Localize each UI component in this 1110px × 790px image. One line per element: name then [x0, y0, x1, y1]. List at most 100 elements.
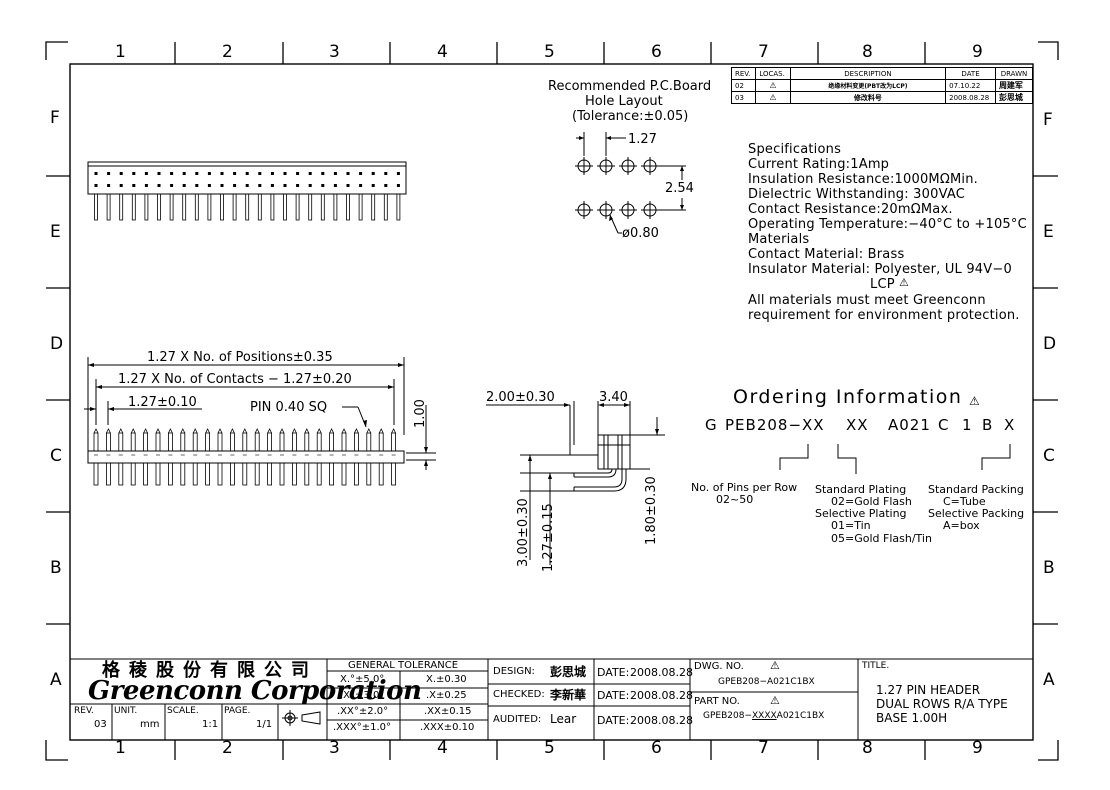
pcb-hole	[597, 157, 615, 175]
rev-value: 03	[94, 719, 107, 730]
connector-pin	[316, 428, 322, 486]
zone-col-2-top: 2	[222, 42, 233, 62]
connector-pin	[267, 428, 273, 486]
audited-label: AUDITED:	[493, 714, 542, 725]
pcb-hole	[619, 201, 637, 219]
spec-line: Current Rating:1Amp	[748, 157, 890, 172]
tolerance-linear: X.±0.30	[426, 674, 467, 685]
connector-pin	[106, 172, 111, 221]
spec-line: Contact Material: Brass	[748, 247, 905, 262]
connector-pin	[105, 428, 111, 486]
part-no-variable: XXXX	[751, 711, 777, 721]
connector-pin	[396, 172, 401, 221]
design-value: 彭思城	[550, 665, 587, 679]
page-value: 1/1	[256, 719, 273, 730]
order-code-series: PEB208−XX	[725, 416, 825, 434]
connector-pin	[182, 172, 187, 221]
order-code-1: 1	[962, 416, 973, 434]
zone-col-7-bottom: 7	[758, 738, 769, 758]
zone-row-A-right: A	[1043, 670, 1055, 690]
connector-pin	[130, 428, 136, 486]
hole-layout-title-3: (Tolerance:±0.05)	[572, 109, 689, 124]
connector-front-view	[84, 357, 436, 486]
tolerance-angle: .X°±3.0°	[340, 690, 385, 701]
zone-row-D-left: D	[50, 334, 64, 354]
part-no-prefix: GPEB208−	[703, 711, 752, 721]
pcb-hole	[641, 201, 659, 219]
design-date: DATE:	[597, 666, 630, 679]
connector-pin	[254, 428, 260, 486]
connector-pin	[94, 172, 98, 221]
dim-positions: 1.27 X No. of Positions±0.35	[147, 350, 333, 365]
checked-date: DATE:	[597, 689, 630, 702]
hole-row-spacing-dim: 2.54	[665, 181, 694, 196]
connector-pin	[217, 428, 223, 486]
connector-pin	[119, 172, 124, 221]
connector-pin	[157, 172, 161, 221]
spec-line: Operating Temperature:−40°C to +105°C	[748, 217, 1027, 232]
zone-col-3-bottom: 3	[329, 738, 340, 758]
warning-icon: ⚠	[899, 276, 909, 289]
pcb-hole	[597, 201, 615, 219]
order-code-g: G	[705, 416, 718, 434]
tolerance-angle: .XXX°±1.0°	[333, 722, 392, 733]
rev-row-desc: 修改料号	[789, 91, 947, 104]
connector-pin	[371, 172, 376, 221]
tolerance-linear: .XXX±0.10	[420, 722, 475, 733]
zone-col-8-top: 8	[862, 42, 873, 62]
connector-pin	[194, 172, 199, 221]
spec-line: Insulation Resistance:1000MΩMin.	[748, 172, 978, 187]
page-label: PAGE.	[224, 706, 251, 716]
zone-row-E-right: E	[1043, 222, 1054, 242]
connector-pin	[279, 428, 285, 486]
connector-pin	[169, 172, 174, 221]
rev-label: REV.	[74, 706, 94, 716]
ordering-pins-label: No. of Pins per Row	[691, 481, 798, 494]
connector-pin	[304, 428, 310, 486]
dim-3-40: 3.40	[599, 390, 628, 405]
ordering-pins-range: 02~50	[716, 493, 754, 506]
order-code-c: C	[938, 416, 950, 434]
pcb-hole	[575, 157, 593, 175]
zone-row-F-left: F	[50, 108, 60, 128]
spec-note: All materials must meet Greenconn	[748, 293, 986, 308]
zone-col-4-top: 4	[437, 42, 448, 62]
unit-label: UNIT.	[114, 706, 138, 716]
warning-icon: ⚠	[969, 394, 980, 408]
dim-contacts: 1.27 X No. of Contacts − 1.27±0.20	[118, 372, 352, 387]
order-code-plating: XX	[846, 416, 869, 434]
connector-side-view	[486, 401, 665, 565]
connector-pin	[220, 172, 224, 221]
zone-col-9-bottom: 9	[972, 738, 983, 758]
tolerance-angle: X.°±5.0°	[340, 674, 385, 685]
warning-icon: ⚠	[770, 694, 780, 707]
title-line: 1.27 PIN HEADER	[876, 683, 981, 697]
company-name-en: Greenconn Corporation	[88, 676, 422, 706]
spec-line: Dielectric Withstanding: 300VAC	[748, 187, 965, 202]
rev-row-drawn: 彭思城	[994, 91, 1034, 104]
zone-col-1-bottom: 1	[115, 738, 126, 758]
checked-date-value: 2008.08.28	[630, 689, 693, 702]
connector-pin	[207, 172, 212, 221]
zone-col-5-bottom: 5	[544, 738, 555, 758]
zone-col-6-top: 6	[651, 42, 662, 62]
hole-diameter-dim: ø0.80	[622, 226, 659, 241]
ordering-plating: 02=Gold Flash	[831, 495, 912, 508]
connector-pin	[358, 172, 363, 221]
hole-layout-title-2: Hole Layout	[585, 94, 663, 109]
order-code-model: A021	[888, 416, 931, 434]
title-label: TITLE.	[862, 661, 890, 671]
ordering-plating: 01=Tin	[831, 519, 871, 532]
company-name-cn: 格稜股份有限公司	[102, 660, 318, 681]
ordering-packing: A=box	[943, 519, 980, 532]
dim-2-00: 2.00±0.30	[486, 390, 555, 405]
zone-col-4-bottom: 4	[437, 738, 448, 758]
zone-col-1-top: 1	[115, 42, 126, 62]
ordering-plating: Selective Plating	[815, 507, 907, 520]
connector-pin	[378, 428, 384, 486]
connector-pin	[329, 428, 335, 486]
zone-col-3-top: 3	[329, 42, 340, 62]
connector-pin	[391, 428, 397, 486]
connector-pin	[353, 428, 359, 486]
